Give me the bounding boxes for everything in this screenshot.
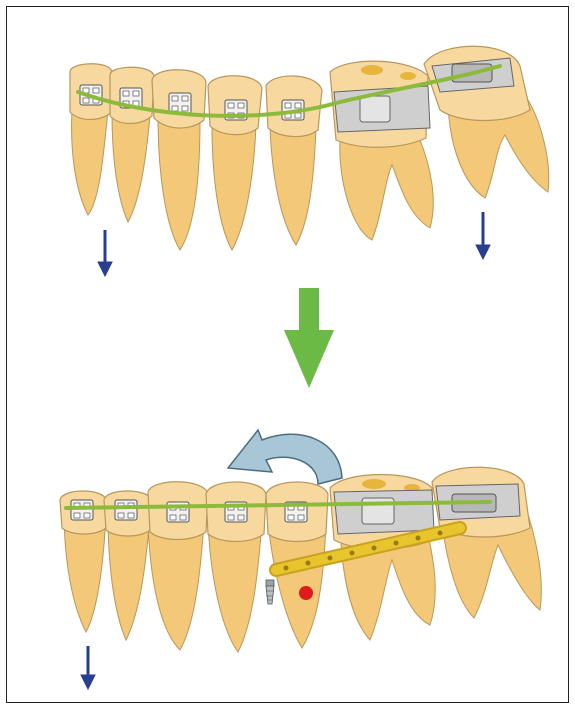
down-arrow-icon <box>81 646 95 689</box>
panel-before <box>70 46 549 276</box>
red-marker <box>299 586 313 600</box>
down-arrow-icon <box>284 288 334 388</box>
down-arrow-icon <box>98 230 112 276</box>
panel-after <box>60 430 541 689</box>
curved-arrow-icon <box>228 430 342 484</box>
down-arrow-icon <box>476 212 490 259</box>
miniscrew <box>266 580 274 604</box>
